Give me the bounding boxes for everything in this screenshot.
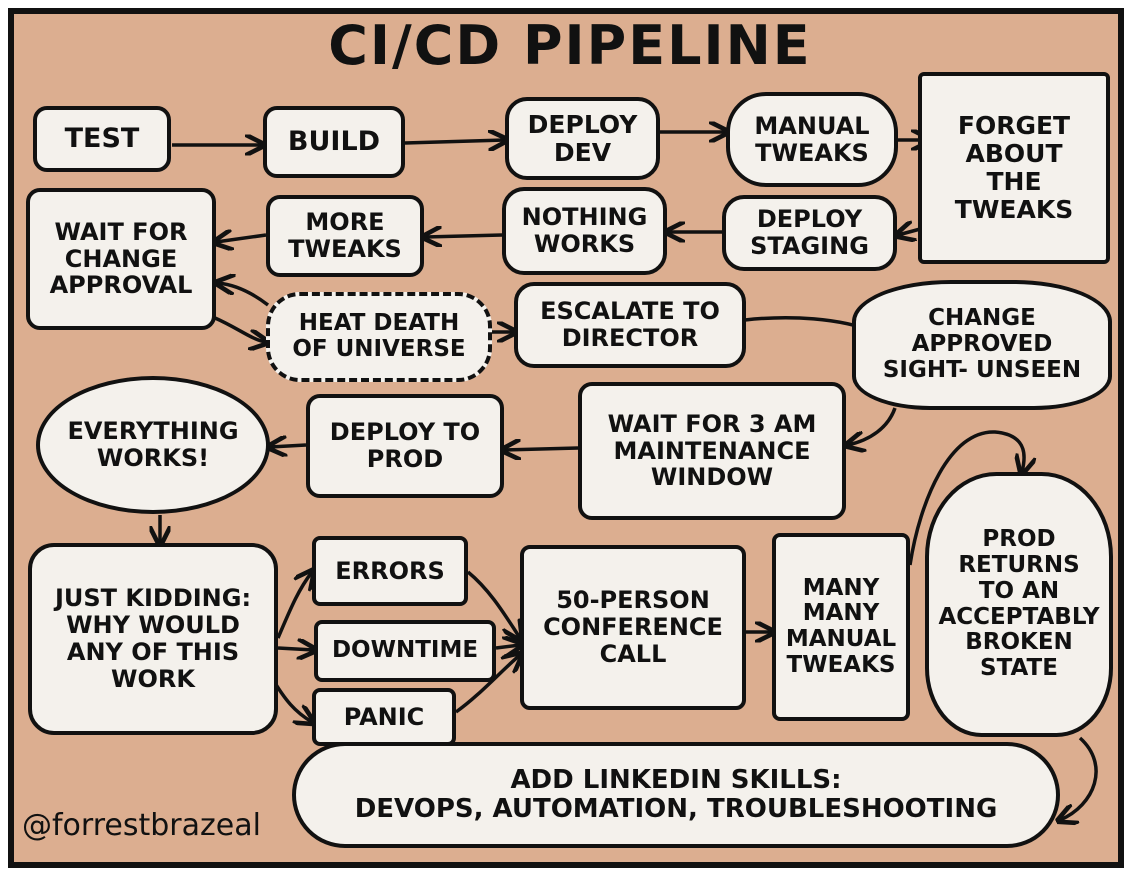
node-conference-call: 50-PERSON CONFERENCE CALL (520, 545, 746, 710)
node-everything-works: EVERYTHING WORKS! (36, 376, 270, 514)
node-deploy-to-prod: DEPLOY TO PROD (306, 394, 504, 498)
arrow-prod-returns-linkedin (1060, 736, 1098, 820)
arrow-change-approved-wait-3am (848, 407, 897, 445)
arrow-nothing-works-more-tweaks (425, 235, 503, 237)
node-deploy-staging: DEPLOY STAGING (722, 195, 897, 271)
node-panic: PANIC (312, 688, 456, 746)
arrow-just-kidding-downtime (277, 648, 314, 650)
node-escalate-director: ESCALATE TO DIRECTOR (514, 282, 746, 368)
node-nothing-works: NOTHING WORKS (502, 187, 667, 275)
node-deploy-dev: DEPLOY DEV (505, 97, 660, 180)
arrow-build-deploy-dev (404, 140, 505, 143)
node-manual-tweaks: MANUAL TWEAKS (726, 92, 898, 187)
node-downtime: DOWNTIME (314, 620, 496, 682)
arrow-downtime-conference (495, 645, 520, 648)
arrow-many-tweaks-prod-returns (908, 430, 1024, 566)
arrow-more-tweaks-wait-approval (216, 235, 267, 242)
node-forget-tweaks: FORGET ABOUT THE TWEAKS (918, 72, 1110, 264)
arrow-errors-conference (466, 570, 520, 638)
node-heat-death: HEAT DEATH OF UNIVERSE (266, 292, 492, 382)
signature: @forrestbrazeal (22, 808, 261, 843)
node-wait-3am: WAIT FOR 3 AM MAINTENANCE WINDOW (578, 382, 846, 520)
node-linkedin-skills: ADD LINKEDIN SKILLS: DEVOPS, AUTOMATION,… (292, 742, 1060, 848)
arrow-wait-approval-heat-death (214, 316, 266, 342)
arrow-wait-3am-deploy-prod (504, 448, 579, 450)
node-wait-change-approval: WAIT FOR CHANGE APPROVAL (26, 188, 216, 330)
node-more-tweaks: MORE TWEAKS (266, 195, 424, 277)
page-title: CI/CD PIPELINE (328, 14, 812, 77)
node-just-kidding: JUST KIDDING: WHY WOULD ANY OF THIS WORK (28, 543, 278, 735)
arrow-deploy-prod-everything (270, 445, 307, 447)
node-build: BUILD (263, 106, 405, 178)
arrow-panic-conference (454, 655, 520, 714)
node-prod-returns: PROD RETURNS TO AN ACCEPTABLY BROKEN STA… (925, 472, 1113, 737)
node-errors: ERRORS (312, 536, 468, 606)
arrow-heat-death-wait-approval (218, 283, 270, 307)
node-test: TEST (33, 106, 171, 172)
arrow-just-kidding-errors (276, 572, 312, 639)
node-change-approved: CHANGE APPROVED SIGHT- UNSEEN (852, 280, 1112, 410)
node-many-manual-tweaks: MANY MANY MANUAL TWEAKS (772, 533, 910, 721)
arrow-just-kidding-panic (270, 677, 312, 722)
